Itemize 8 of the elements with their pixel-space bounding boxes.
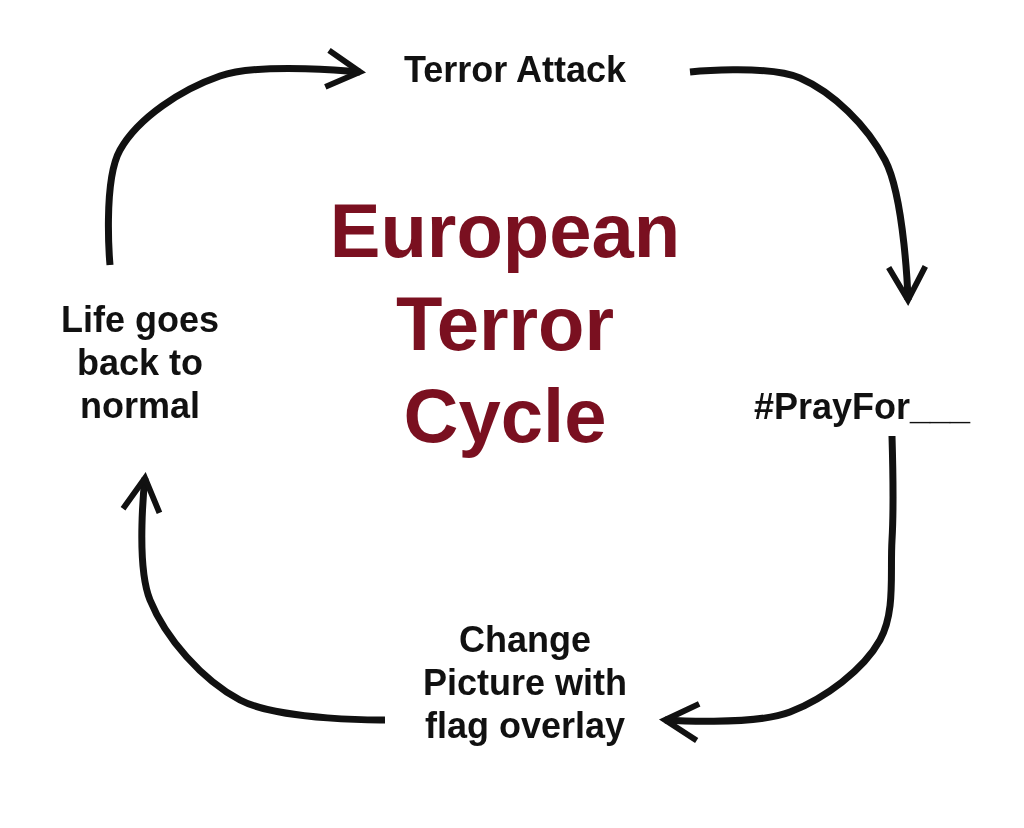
cycle-step-text: Terror Attack (365, 48, 665, 92)
cycle-step-text: #PrayFor___ (712, 385, 1012, 429)
cycle-step-text: Change Picture with flag overlay (400, 618, 650, 748)
diagram-title: European Terror Cycle (328, 187, 682, 461)
cycle-arrow (662, 435, 897, 744)
cycle-arrow (104, 47, 363, 266)
cycle-arrow (689, 66, 929, 303)
cycle-step-text: Life goes back to normal (25, 298, 255, 428)
